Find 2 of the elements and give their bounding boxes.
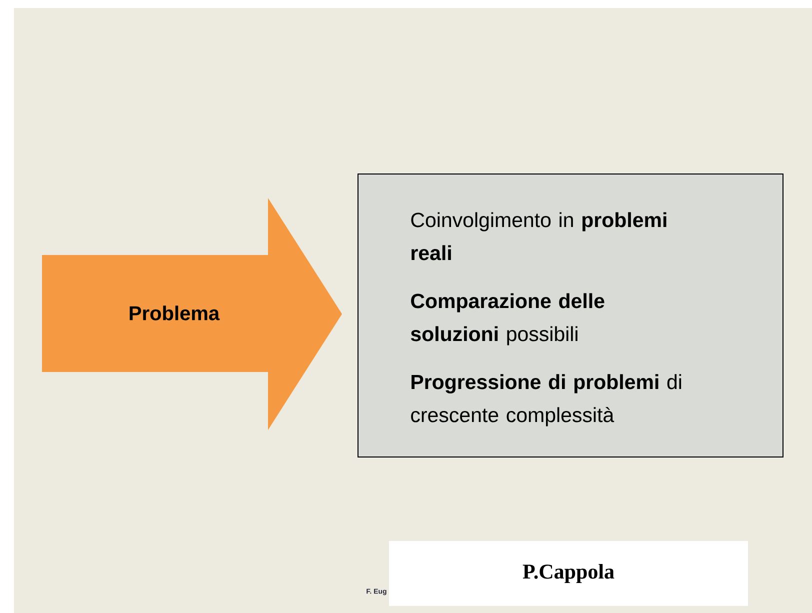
- text-box: Coinvolgimento in problemi reali Comparazione delle soluzioni possibili Progressione di problemi di crescente complessità: [358, 174, 784, 458]
- name-box: P.Cappola: [389, 540, 748, 606]
